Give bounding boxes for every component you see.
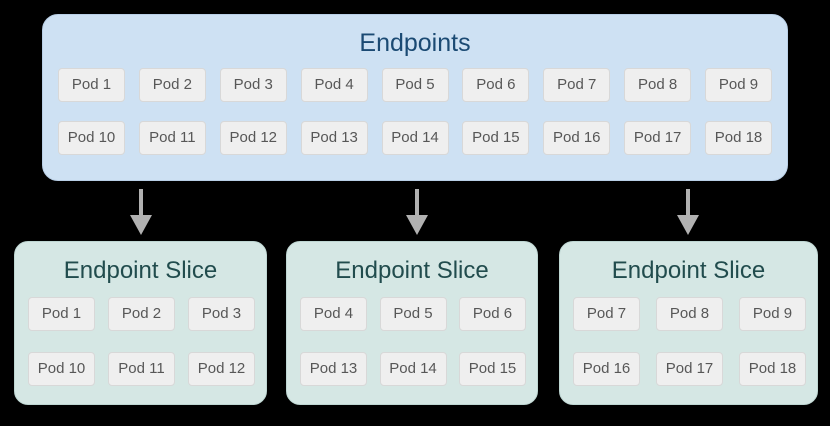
arrow-down-icon — [677, 189, 699, 235]
endpoint-slice-title: Endpoint Slice — [63, 257, 218, 284]
pod-box: Pod 13 — [300, 352, 367, 386]
arrow-head — [677, 215, 699, 235]
pod-box: Pod 15 — [462, 121, 530, 155]
pod-box: Pod 15 — [459, 352, 526, 386]
arrow-stem — [415, 189, 419, 215]
pod-box: Pod 5 — [381, 68, 449, 102]
endpoint-slice-box-2: Endpoint Slice Pod 4 Pod 5 Pod 6 Pod 13 … — [286, 241, 538, 405]
pod-box: Pod 11 — [108, 352, 175, 386]
endpoint-slice-box-1: Endpoint Slice Pod 1 Pod 2 Pod 3 Pod 10 … — [14, 241, 267, 405]
pod-box: Pod 9 — [739, 297, 806, 331]
slice-pod-row-2: Pod 13 Pod 14 Pod 15 — [300, 352, 526, 386]
pod-box: Pod 18 — [705, 121, 772, 155]
pod-box: Pod 6 — [459, 297, 526, 331]
arrow-down-icon — [130, 189, 152, 235]
endpoint-slice-title: Endpoint Slice — [611, 257, 766, 284]
pod-box: Pod 17 — [624, 121, 692, 155]
pod-box: Pod 12 — [188, 352, 255, 386]
pod-box: Pod 5 — [379, 297, 447, 331]
endpoints-pod-row-1: Pod 1 Pod 2 Pod 3 Pod 4 Pod 5 Pod 6 Pod … — [58, 68, 772, 102]
pod-box: Pod 3 — [219, 68, 287, 102]
arrow-down-icon — [406, 189, 428, 235]
pod-box: Pod 4 — [300, 297, 367, 331]
arrow-stem — [139, 189, 143, 215]
endpoints-title: Endpoints — [359, 29, 471, 57]
pod-box: Pod 11 — [138, 121, 206, 155]
arrow-stem — [686, 189, 690, 215]
pod-box: Pod 2 — [138, 68, 206, 102]
pod-box: Pod 10 — [28, 352, 95, 386]
pod-box: Pod 8 — [624, 68, 692, 102]
pod-box: Pod 14 — [379, 352, 447, 386]
pod-box: Pod 7 — [573, 297, 640, 331]
pod-box: Pod 14 — [381, 121, 449, 155]
pod-box: Pod 17 — [656, 352, 723, 386]
endpoints-box: Endpoints Pod 1 Pod 2 Pod 3 Pod 4 Pod 5 … — [42, 14, 788, 181]
pod-box: Pod 6 — [462, 68, 530, 102]
pod-box: Pod 13 — [300, 121, 368, 155]
pod-box: Pod 10 — [58, 121, 125, 155]
pod-box: Pod 1 — [58, 68, 125, 102]
pod-box: Pod 7 — [543, 68, 611, 102]
endpoints-pod-row-2: Pod 10 Pod 11 Pod 12 Pod 13 Pod 14 Pod 1… — [58, 121, 772, 155]
arrow-head — [406, 215, 428, 235]
pod-box: Pod 3 — [188, 297, 255, 331]
pod-box: Pod 16 — [573, 352, 640, 386]
pod-box: Pod 18 — [739, 352, 806, 386]
slice-pod-row-2: Pod 10 Pod 11 Pod 12 — [28, 352, 255, 386]
pod-box: Pod 9 — [705, 68, 772, 102]
pod-box: Pod 1 — [28, 297, 95, 331]
slice-pod-row-1: Pod 4 Pod 5 Pod 6 — [300, 297, 526, 331]
slice-pod-row-1: Pod 7 Pod 8 Pod 9 — [573, 297, 806, 331]
pod-box: Pod 4 — [300, 68, 368, 102]
endpoint-slice-title: Endpoint Slice — [335, 257, 489, 284]
pod-box: Pod 12 — [219, 121, 287, 155]
slice-pod-row-1: Pod 1 Pod 2 Pod 3 — [28, 297, 255, 331]
endpoint-slice-box-3: Endpoint Slice Pod 7 Pod 8 Pod 9 Pod 16 … — [559, 241, 818, 405]
pod-box: Pod 8 — [656, 297, 723, 331]
slice-pod-row-2: Pod 16 Pod 17 Pod 18 — [573, 352, 806, 386]
arrow-head — [130, 215, 152, 235]
pod-box: Pod 16 — [543, 121, 611, 155]
pod-box: Pod 2 — [108, 297, 175, 331]
